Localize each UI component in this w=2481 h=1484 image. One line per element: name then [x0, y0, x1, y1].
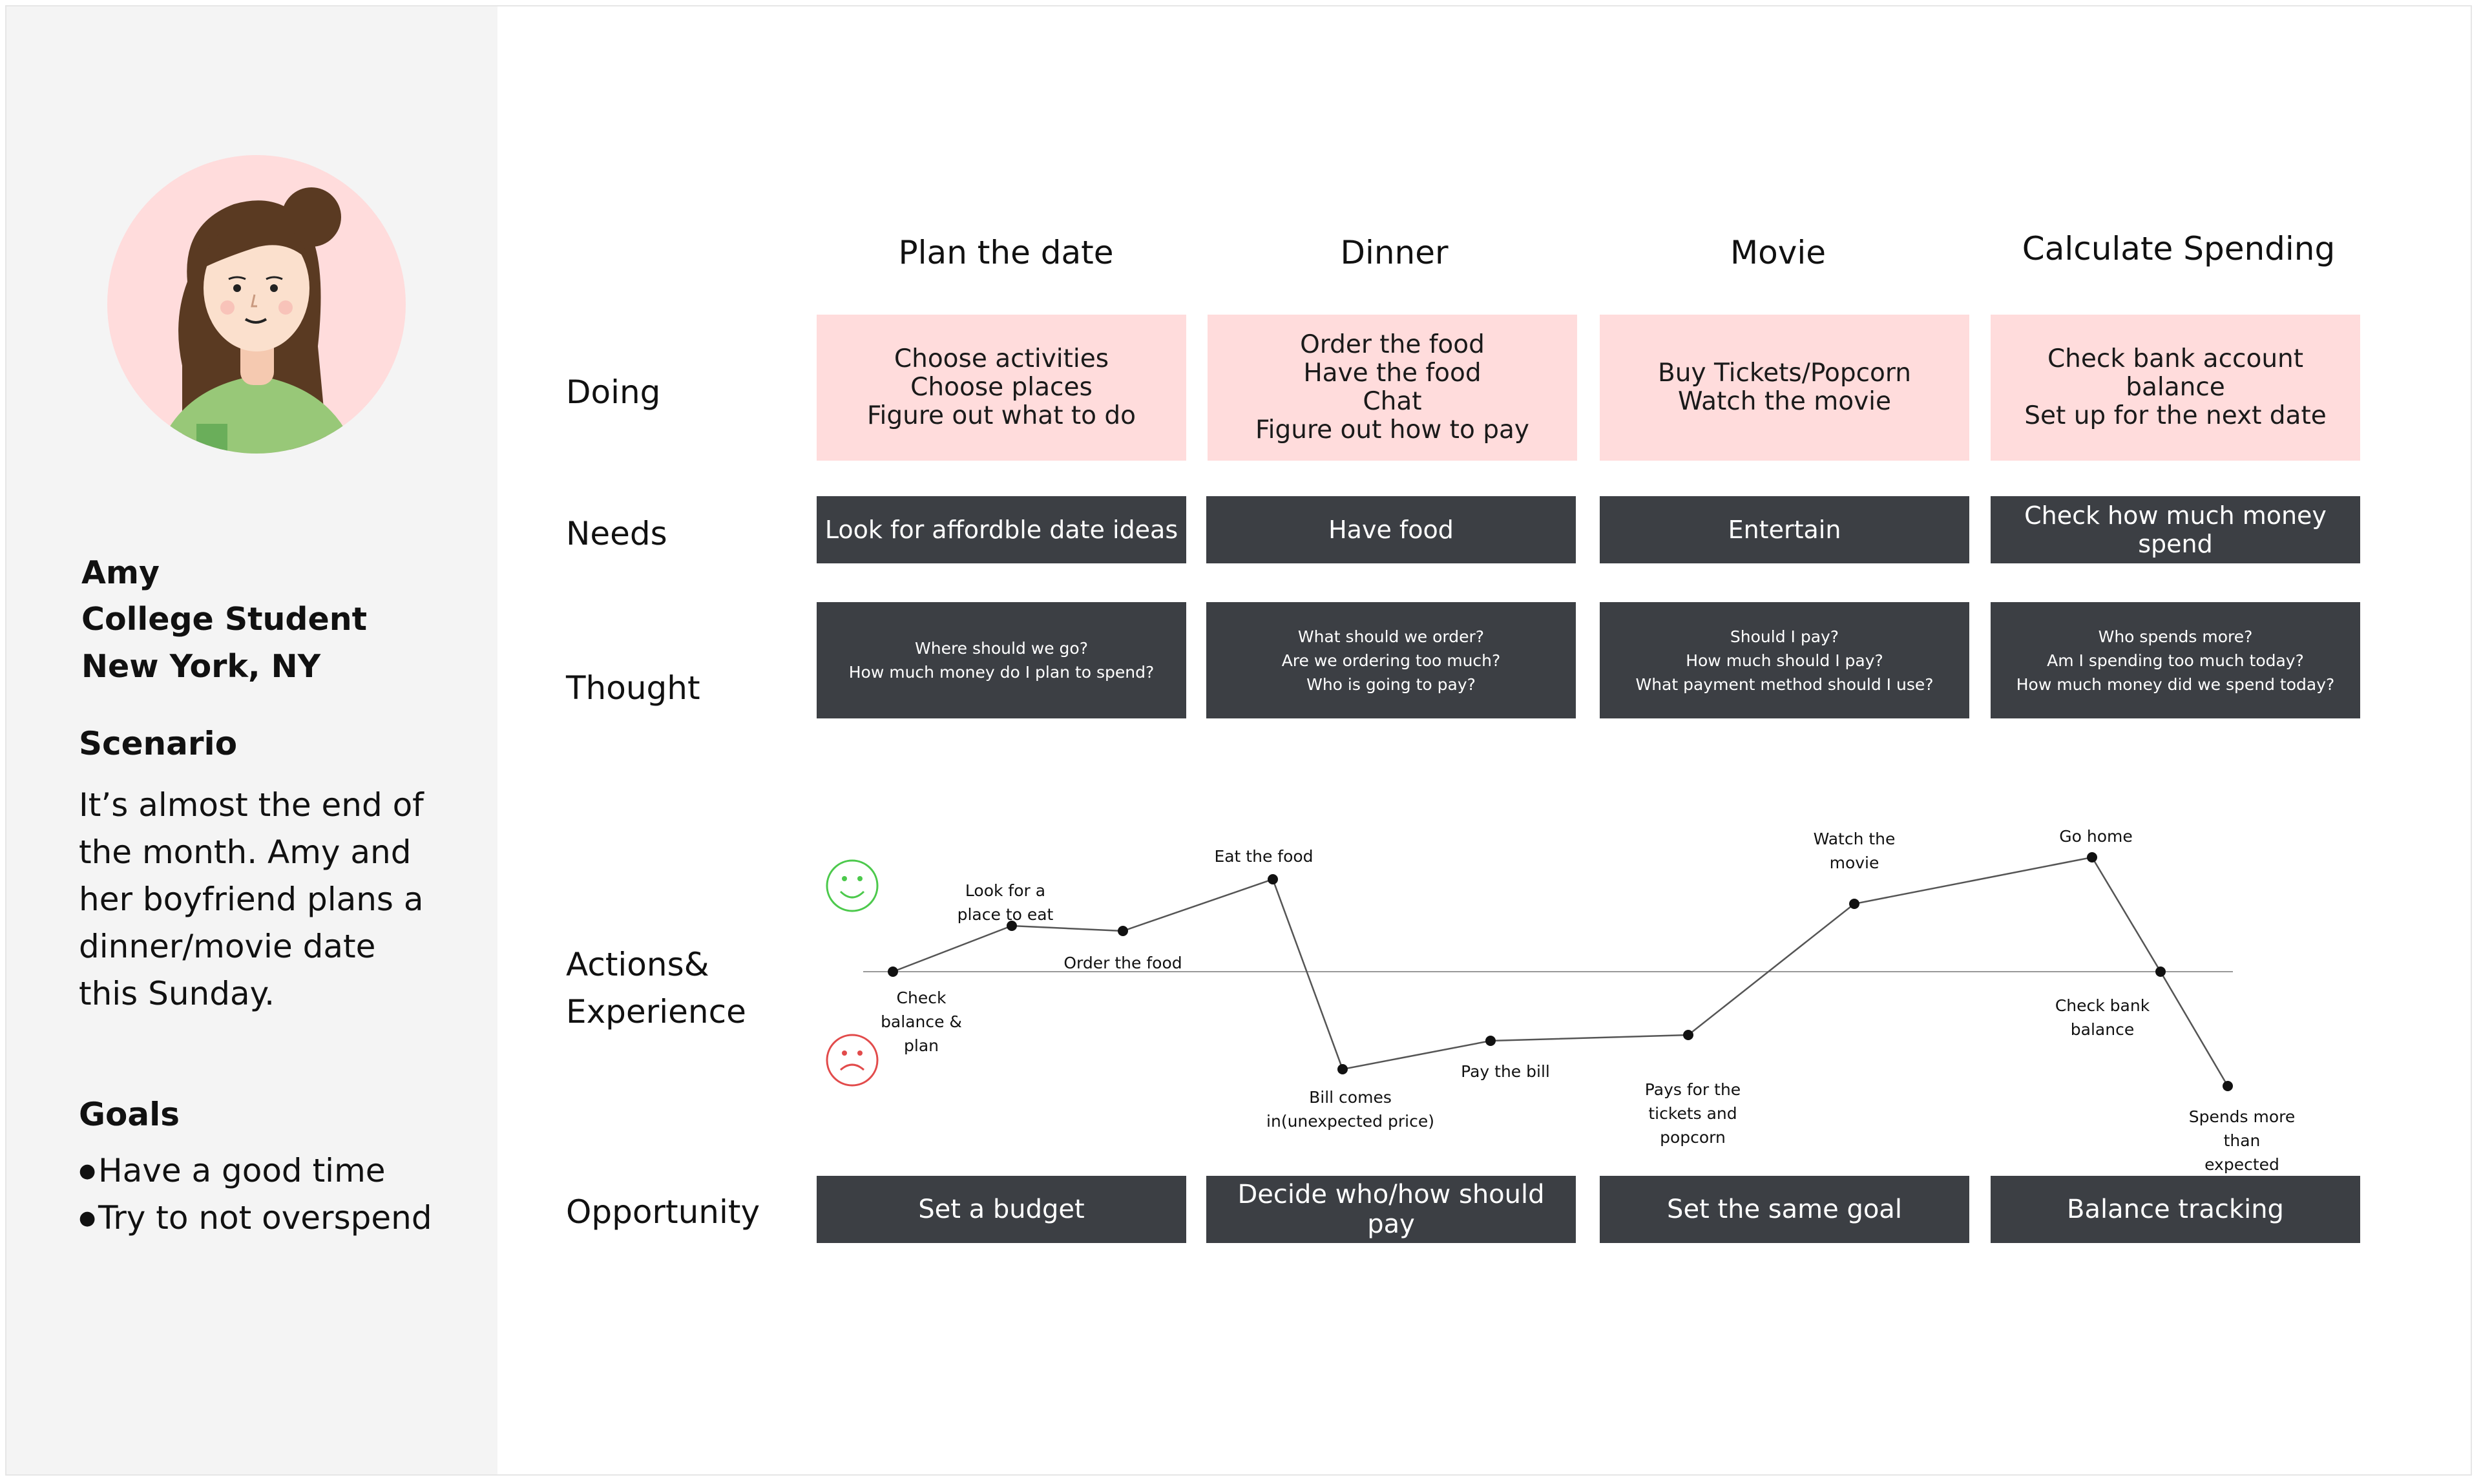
thought-cell-plan: Where should we go? How much money do I … — [817, 602, 1186, 718]
goals-title: Goals — [79, 1096, 180, 1133]
experience-point-label: Spends more than expected — [2188, 1107, 2296, 1174]
experience-point-label: Bill comes in(unexpected price) — [1266, 1088, 1434, 1131]
scenario-title: Scenario — [79, 725, 238, 762]
experience-curve — [826, 852, 2233, 1091]
goals-list: ●Have a good time ●Try to not overspend — [79, 1147, 432, 1242]
persona-avatar — [107, 155, 406, 454]
row-label-opportunity: Opportunity — [566, 1193, 760, 1231]
phase-header-dinner: Dinner — [1340, 234, 1449, 271]
row-label-doing: Doing — [566, 373, 661, 411]
persona-location: New York, NY — [81, 648, 321, 685]
persona-name: Amy — [81, 554, 160, 591]
avatar-hair-bun — [282, 187, 341, 247]
row-label-actions: Actions& Experience — [566, 946, 746, 1030]
avatar-shirt — [150, 375, 363, 454]
experience-point — [1683, 1030, 1693, 1040]
opportunity-cell-spending: Balance tracking — [1991, 1176, 2360, 1243]
doing-cell-plan: Choose activities Choose places Figure o… — [817, 315, 1186, 461]
experience-point-label: Order the food — [1063, 954, 1182, 972]
experience-point-label: Check bank balance — [2055, 996, 2150, 1039]
row-label-thought: Thought — [566, 669, 700, 707]
opportunity-cell-dinner: Decide who/how should pay — [1206, 1176, 1576, 1243]
phase-header-spending: Calculate Spending — [2022, 230, 2336, 267]
experience-point — [1007, 921, 1017, 931]
experience-point — [2155, 967, 2166, 977]
experience-point — [2223, 1081, 2233, 1091]
experience-point-label: Go home — [2059, 827, 2133, 846]
persona-panel: Amy College Student New York, NY Scenari… — [6, 6, 497, 1474]
avatar-eye-left — [233, 284, 241, 292]
goal-item: ●Try to not overspend — [79, 1199, 432, 1237]
goal-item: ●Have a good time — [79, 1152, 386, 1189]
journey-map-board: Amy College Student New York, NY Scenari… — [5, 5, 2472, 1476]
persona-role: College Student — [81, 601, 368, 638]
avatar-mouth — [244, 318, 267, 324]
experience-point-label: Pays for the tickets and popcorn — [1644, 1080, 1741, 1147]
experience-point — [1485, 1036, 1496, 1046]
happy-face-icon — [826, 859, 879, 912]
phase-header-plan: Plan the date — [898, 234, 1114, 271]
experience-point-label: Watch the movie — [1813, 830, 1896, 872]
avatar-fringe — [202, 220, 310, 269]
needs-cell-plan: Look for affordble date ideas — [817, 496, 1186, 563]
experience-point-label: Look for a place to eat — [957, 881, 1054, 924]
experience-point — [1849, 899, 1859, 909]
doing-cell-spending: Check bank account balance Set up for th… — [1991, 315, 2360, 461]
needs-cell-movie: Entertain — [1600, 496, 1969, 563]
experience-point — [1268, 874, 1278, 884]
thought-cell-dinner: What should we order? Are we ordering to… — [1206, 602, 1576, 718]
experience-point — [888, 967, 898, 977]
opportunity-cell-movie: Set the same goal — [1600, 1176, 1969, 1243]
experience-point-label: Eat the food — [1214, 847, 1314, 866]
needs-cell-dinner: Have food — [1206, 496, 1576, 563]
experience-point — [2087, 852, 2097, 862]
doing-cell-dinner: Order the food Have the food Chat Figure… — [1208, 315, 1577, 461]
opportunity-cell-plan: Set a budget — [817, 1176, 1186, 1243]
experience-point — [1118, 926, 1128, 936]
avatar-eye-right — [270, 284, 278, 292]
needs-cell-spending: Check how much money spend — [1991, 496, 2360, 563]
phase-header-movie: Movie — [1730, 234, 1826, 271]
experience-point-label: Check balance & plan — [881, 988, 962, 1055]
experience-point-label: Pay the bill — [1461, 1062, 1550, 1081]
scenario-text: It’s almost the end of the month. Amy an… — [79, 786, 424, 1012]
sad-face-icon — [826, 1034, 879, 1087]
thought-cell-spending: Who spends more? Am I spending too much … — [1991, 602, 2360, 718]
doing-cell-movie: Buy Tickets/Popcorn Watch the movie — [1600, 315, 1969, 461]
row-label-needs: Needs — [566, 515, 667, 552]
thought-cell-movie: Should I pay? How much should I pay? Wha… — [1600, 602, 1969, 718]
experience-point — [1337, 1064, 1348, 1074]
